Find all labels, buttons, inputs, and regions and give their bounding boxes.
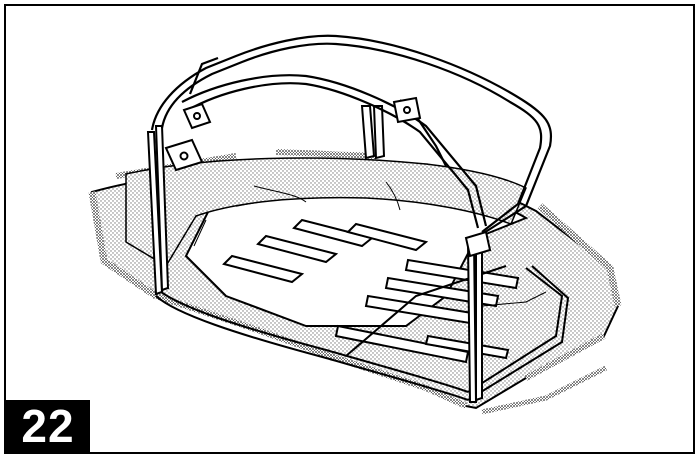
grass-catcher-illustration <box>88 34 622 415</box>
frame-lower-rail <box>155 265 570 401</box>
figure-frame: 22 <box>4 4 695 454</box>
frame-posts <box>146 105 483 403</box>
step-number-badge: 22 <box>6 400 90 452</box>
bag-seams <box>193 181 547 307</box>
frame-brackets <box>164 96 492 258</box>
